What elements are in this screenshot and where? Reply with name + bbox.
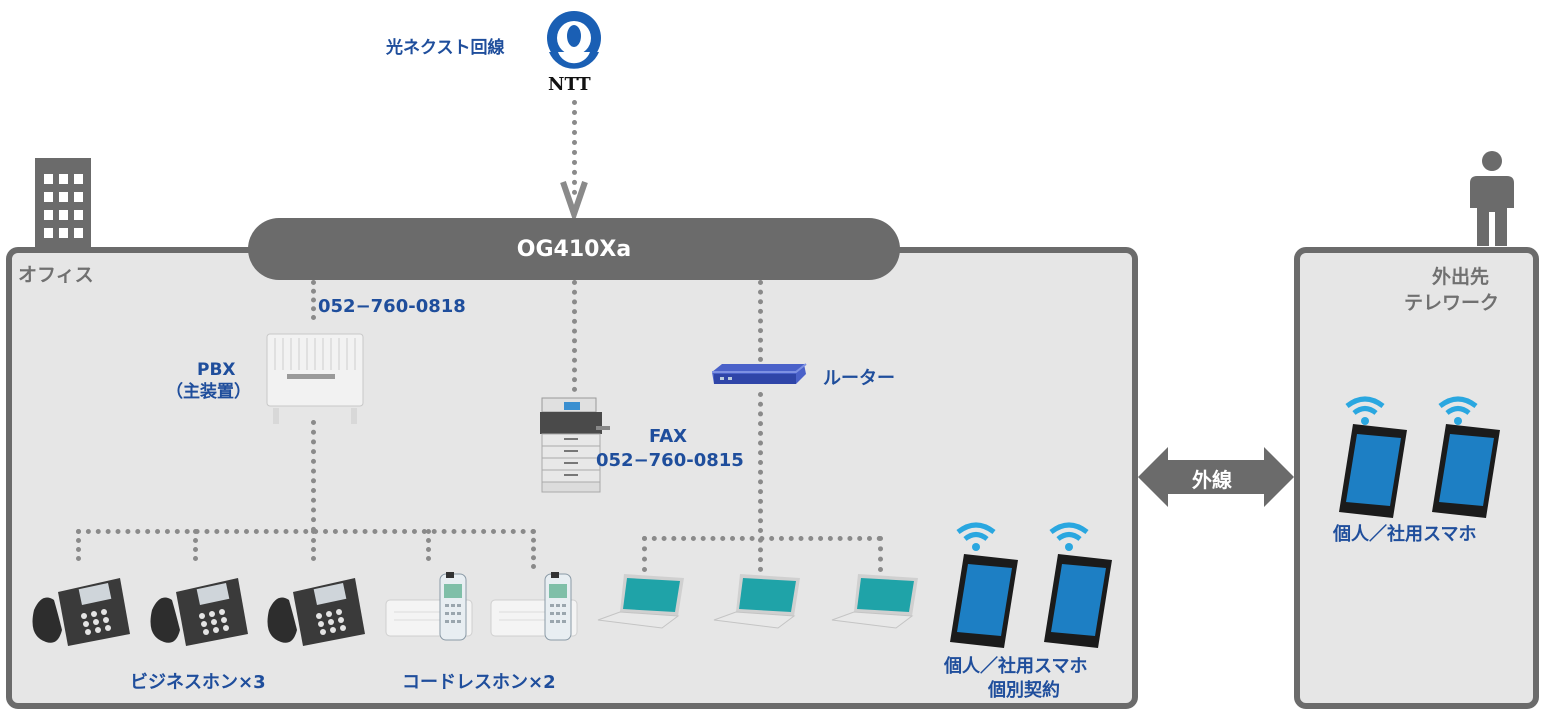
ntt-logo — [540, 8, 608, 76]
connector-phones-h — [76, 529, 536, 534]
laptop-3 — [830, 572, 922, 636]
connector-pc-3 — [878, 536, 883, 572]
connector-cordless-2 — [531, 529, 536, 569]
laptop-2 — [712, 572, 804, 636]
laptop-1 — [596, 572, 688, 636]
router-device — [708, 362, 810, 392]
remote-panel — [1294, 247, 1539, 709]
fax-device — [536, 392, 614, 496]
arrow-down-icon — [560, 181, 588, 218]
og410xa-label: OG410Xa — [516, 236, 632, 262]
smartphone-remote-1 — [1333, 422, 1413, 520]
office-smartphones-label-1: 個人／社用スマホ — [944, 656, 1088, 677]
wifi-icon — [1438, 396, 1478, 426]
cordless-phones-label: コードレスホン×2 — [402, 672, 556, 693]
business-phone-1 — [28, 570, 132, 648]
building-icon — [35, 158, 91, 248]
fax-number: 052−760-0815 — [596, 450, 744, 471]
smartphone-office-1 — [944, 552, 1024, 650]
router-label: ルーター — [823, 368, 895, 389]
connector-router — [758, 280, 763, 362]
connector-phone-3 — [311, 529, 316, 561]
pbx-number: 052−760-0818 — [318, 296, 466, 317]
connector-pbx-down — [311, 420, 316, 532]
office-label: オフィス — [18, 264, 94, 286]
external-line-arrow — [1138, 447, 1294, 507]
smartphone-remote-2 — [1426, 422, 1506, 520]
cordless-phone-1 — [384, 572, 476, 642]
ntt-text: NTT — [548, 74, 591, 95]
external-line-label: 外線 — [1192, 468, 1232, 492]
wifi-icon — [1049, 522, 1089, 552]
connector-pcs-h — [642, 536, 882, 541]
pbx-label: PBX — [197, 360, 236, 380]
wifi-icon — [1345, 396, 1385, 426]
remote-smartphones-label: 個人／社用スマホ — [1333, 524, 1477, 545]
business-phone-2 — [146, 570, 250, 648]
office-smartphones-label-2: 個別契約 — [988, 680, 1060, 701]
connector-router-down — [758, 392, 763, 572]
cordless-phone-2 — [489, 572, 581, 642]
wifi-icon — [956, 522, 996, 552]
og410xa-bar: OG410Xa — [248, 218, 900, 280]
connector-cordless-1 — [426, 529, 431, 561]
remote-label-2: テレワーク — [1404, 292, 1500, 314]
remote-label-1: 外出先 — [1432, 266, 1490, 288]
smartphone-office-2 — [1038, 552, 1118, 650]
pbx-device — [265, 330, 365, 425]
connector-phone-2 — [193, 529, 198, 561]
business-phones-label: ビジネスホン×3 — [130, 672, 266, 693]
connector-pc-1 — [642, 536, 647, 572]
fax-label: FAX — [649, 426, 688, 447]
connector-ntt — [572, 100, 577, 195]
person-icon — [1467, 150, 1517, 246]
connector-phone-1 — [76, 529, 81, 561]
connector-pbx — [311, 280, 316, 320]
connector-fax — [572, 280, 577, 392]
pbx-sublabel: （主装置） — [166, 382, 251, 402]
line-label: 光ネクスト回線 — [386, 38, 505, 58]
business-phone-3 — [263, 570, 367, 648]
